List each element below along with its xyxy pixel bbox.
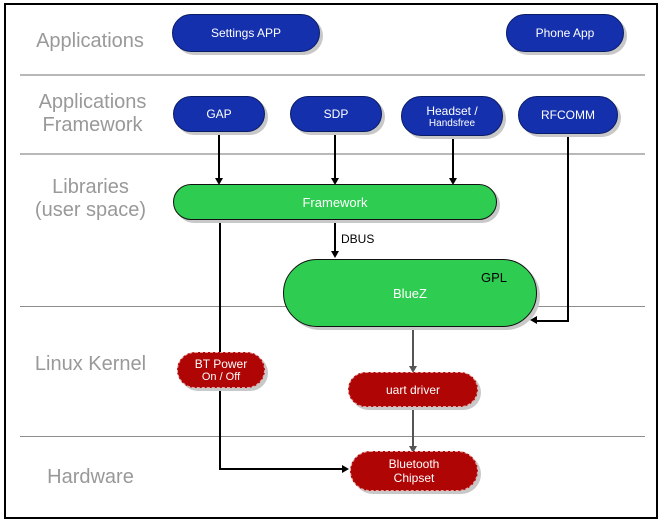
node-headset-label: Headset / (426, 103, 478, 118)
edge-rfcomm-to-bluez-vline (567, 134, 569, 322)
layer-label-applications: Applications (36, 30, 144, 52)
edge-rfcomm-to-bluez-hline (536, 320, 569, 322)
node-bluetooth-chipset-label: Bluetooth (388, 457, 440, 471)
node-framework-label: Framework (302, 194, 368, 210)
node-bt-power[interactable]: BT Power On / Off (177, 352, 265, 388)
edge-sdp-to-framework-arrow (331, 178, 339, 185)
layer-label-libraries: Libraries (user space) (34, 176, 147, 221)
divider-linux-kernel (20, 436, 645, 437)
layer-label-linux-kernel: Linux Kernel (34, 353, 147, 375)
edge-headset-to-framework-line (452, 134, 454, 180)
edge-gap-to-framework-line (218, 128, 220, 180)
node-gap-label: GAP (206, 107, 232, 121)
edge-bluez-to-uart-line (412, 325, 414, 369)
node-sdp[interactable]: SDP (290, 96, 382, 132)
diagram-border (4, 3, 658, 519)
node-bt-power-sublabel: On / Off (201, 371, 241, 383)
edge-bluez-to-uart-arrow (409, 366, 417, 373)
layer-label-hardware: Hardware (47, 466, 134, 488)
edge-headset-to-framework-arrow (449, 178, 457, 185)
edge-gap-to-framework-arrow (215, 178, 223, 185)
node-headset-handsfree[interactable]: Headset / Handsfree (401, 96, 503, 136)
edge-framework-to-chipset-vline (219, 219, 221, 470)
node-rfcomm-label: RFCOMM (541, 108, 595, 122)
node-phone-app[interactable]: Phone App (506, 14, 624, 52)
edge-uart-to-chipset-line (412, 406, 414, 450)
node-settings-app-label: Settings APP (210, 26, 282, 40)
node-bluetooth-chipset[interactable]: Bluetooth Chipset (350, 451, 478, 491)
edge-framework-to-bluez-line (334, 219, 336, 253)
node-phone-app-label: Phone App (535, 26, 595, 40)
node-rfcomm[interactable]: RFCOMM (518, 96, 618, 134)
node-framework[interactable]: Framework (173, 184, 497, 220)
node-uart-driver[interactable]: uart driver (348, 372, 478, 407)
node-sdp-label: SDP (323, 107, 349, 121)
node-bluez-label: BlueZ (393, 285, 427, 301)
node-bt-power-label: BT Power (194, 357, 248, 371)
edge-rfcomm-to-bluez-arrow (530, 316, 537, 324)
layer-label-applications-framework: Applications Framework (38, 91, 147, 136)
edge-uart-to-chipset-arrow (409, 446, 417, 453)
edge-framework-to-chipset-hline (219, 468, 344, 470)
edge-framework-to-bluez-arrow (331, 251, 339, 258)
divider-applications-framework (20, 153, 645, 155)
node-bluez-gpl-annotation: GPL (481, 270, 508, 285)
node-bluez[interactable]: BlueZ (283, 259, 537, 327)
node-headset-sublabel: Handsfree (428, 117, 476, 129)
node-bluetooth-chipset-sublabel: Chipset (393, 471, 435, 485)
edge-sdp-to-framework-line (334, 128, 336, 180)
node-gap[interactable]: GAP (173, 96, 265, 132)
edge-framework-to-chipset-arrow (342, 465, 349, 473)
node-settings-app[interactable]: Settings APP (172, 14, 320, 52)
node-uart-driver-label: uart driver (385, 382, 441, 397)
edge-label-dbus: DBUS (341, 232, 375, 246)
divider-applications (20, 74, 645, 76)
